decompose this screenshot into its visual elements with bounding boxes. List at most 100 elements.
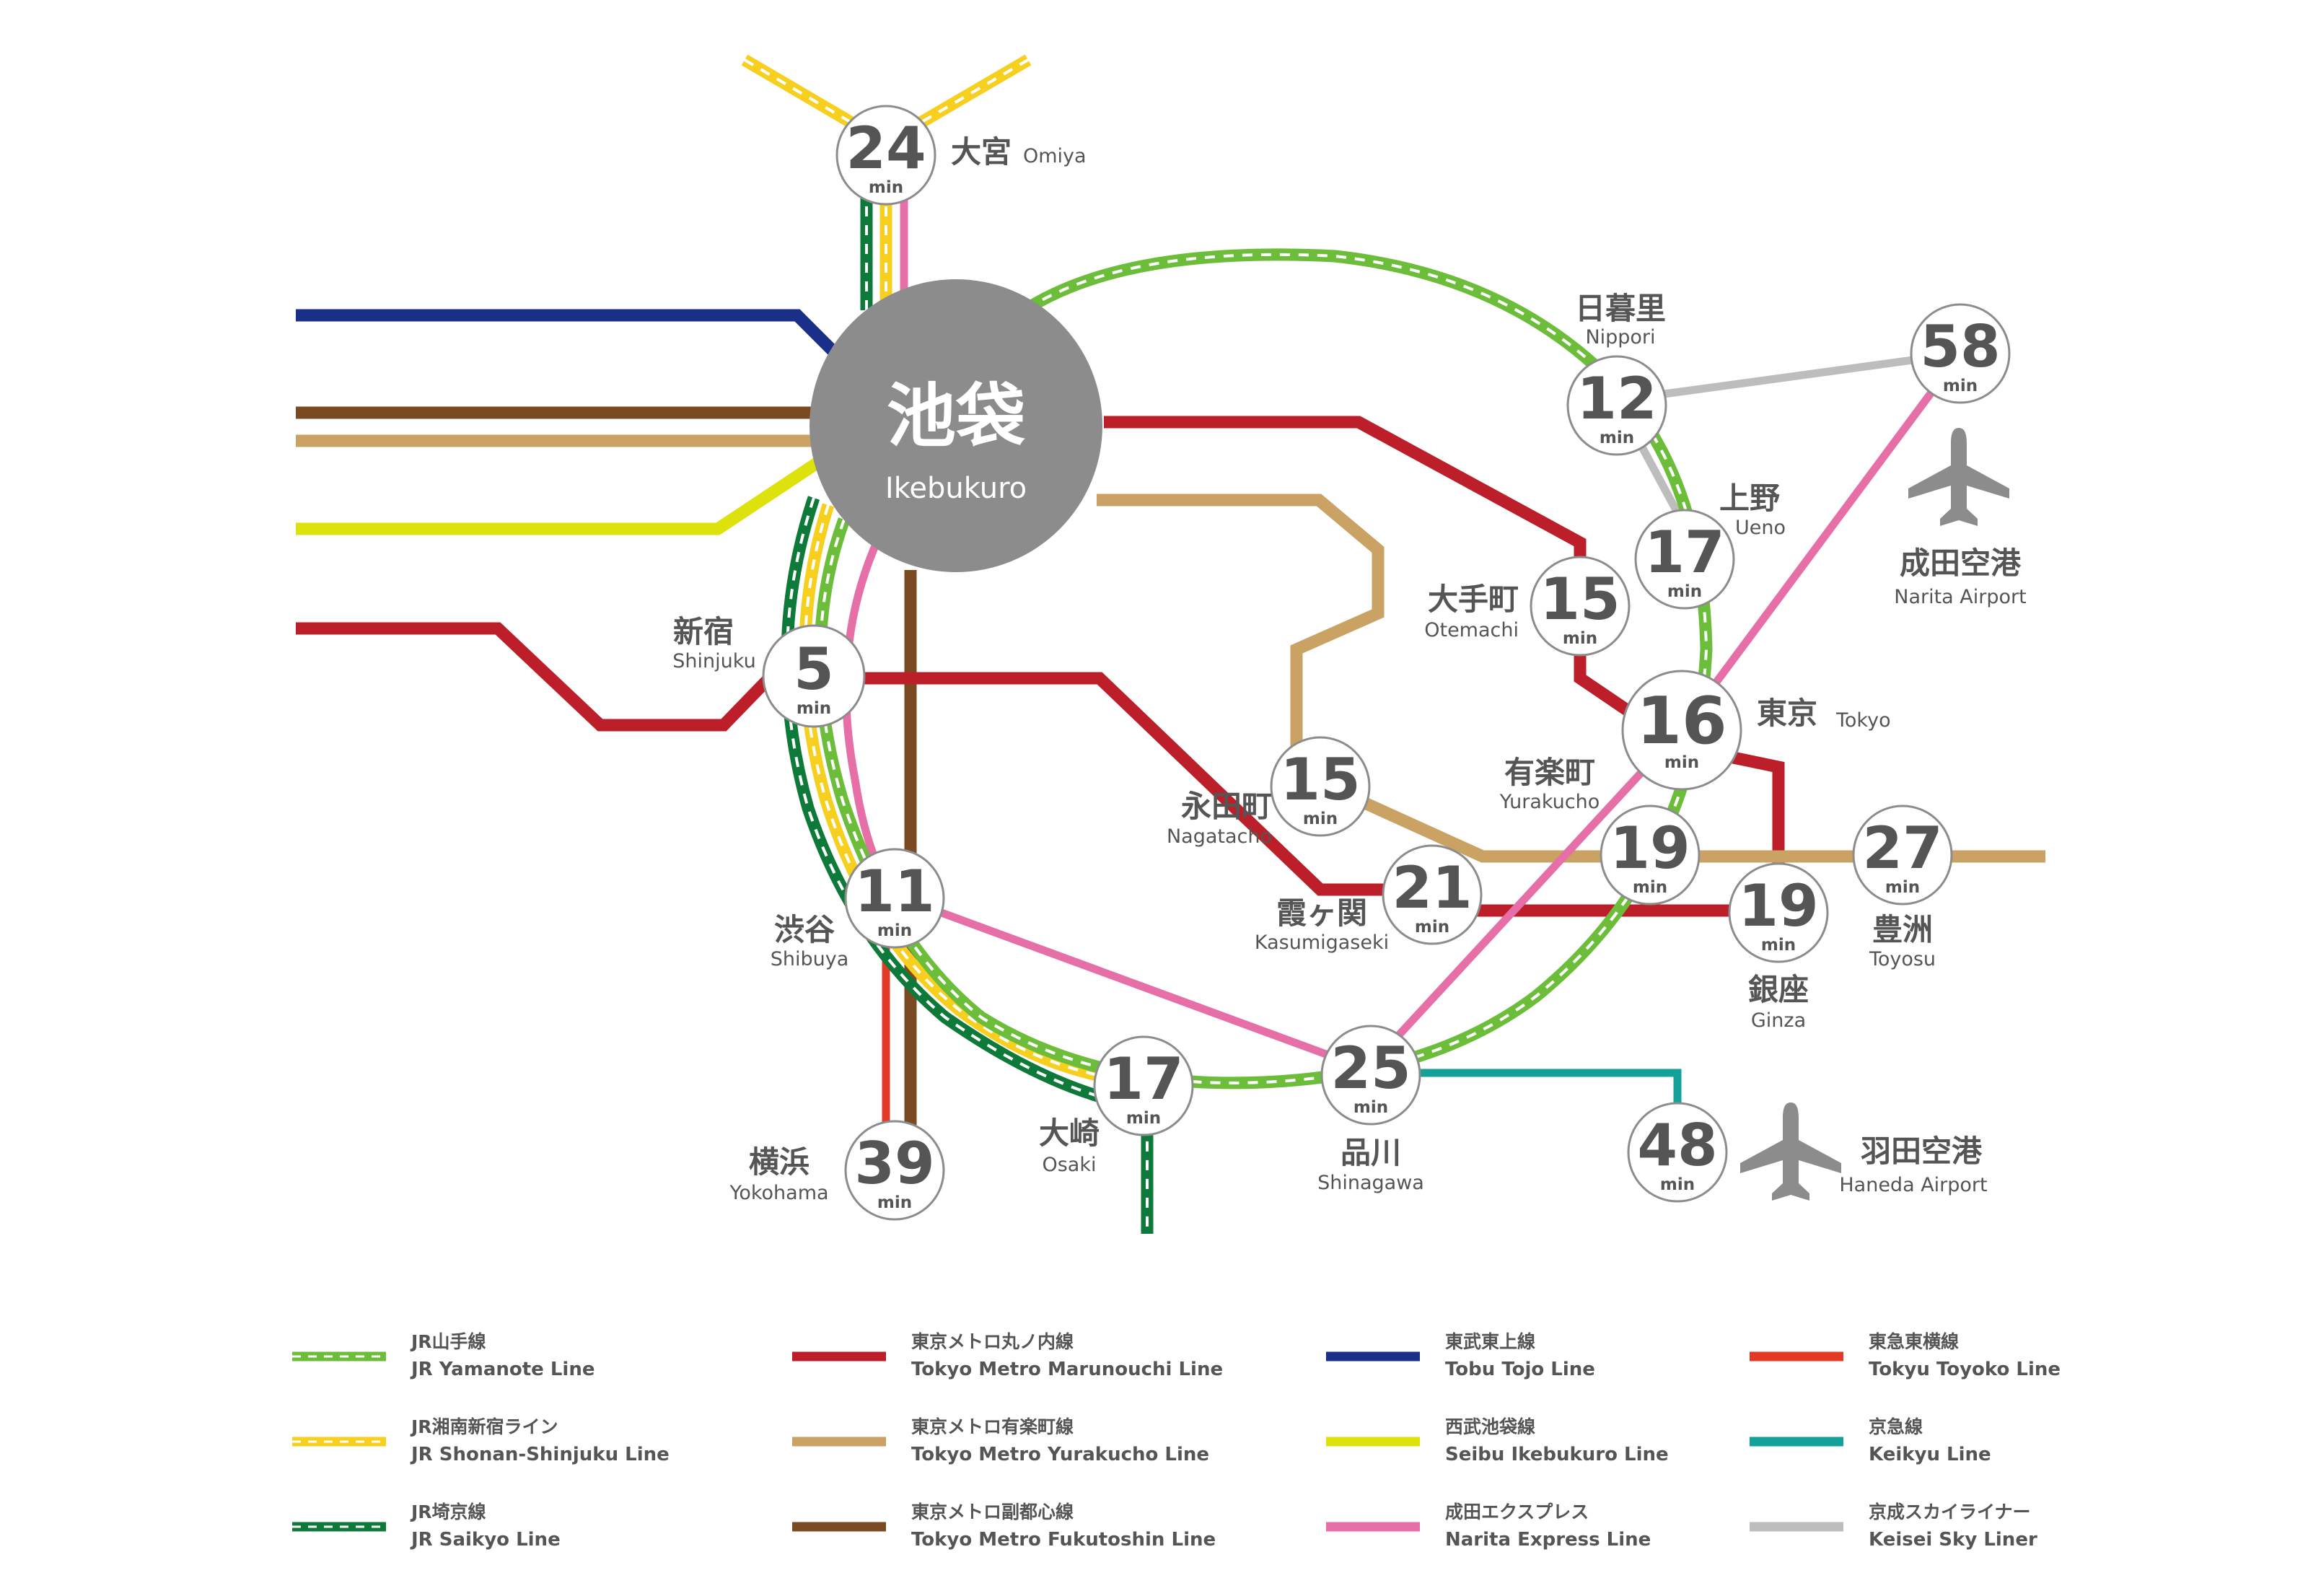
minutes-unit: min	[1943, 377, 1978, 395]
station-name-ja: 大手町	[1428, 582, 1519, 617]
legend-name-ja: JR山手線	[410, 1331, 486, 1352]
station-name-en: Tokyo	[1835, 709, 1891, 732]
station-circle	[1852, 804, 1953, 906]
legend-name-en: JR Saikyo Line	[410, 1529, 561, 1551]
station-name-en: Otemachi	[1424, 619, 1519, 641]
station-name-en: Omiya	[1023, 145, 1087, 167]
station-name-ja: 有楽町	[1504, 755, 1595, 790]
minutes-unit: min	[1633, 878, 1667, 897]
station-circle	[1621, 670, 1742, 791]
station-name-en: Nippori	[1585, 326, 1655, 348]
station-name-en: Toyosu	[1869, 948, 1936, 970]
station-circle	[1600, 804, 1701, 906]
legend-name-ja: 西武池袋線	[1445, 1416, 1535, 1437]
minutes-unit: min	[1563, 629, 1597, 648]
legend-name-en: JR Yamanote Line	[410, 1359, 594, 1380]
station-circle	[844, 848, 945, 949]
station-minutes: 39	[854, 1130, 934, 1197]
station-name-ja: 日暮里	[1575, 291, 1666, 326]
minutes-unit: min	[1660, 1175, 1695, 1194]
station-circle	[1910, 303, 2011, 404]
minutes-unit: min	[1761, 936, 1796, 955]
station-name-ja: 横浜	[749, 1144, 810, 1180]
station-name-ja: 渋谷	[774, 912, 835, 947]
station-circle	[1320, 1025, 1421, 1126]
station-minutes: 25	[1330, 1035, 1410, 1102]
legend-name-en: Keikyu Line	[1869, 1444, 1991, 1465]
hub-ikebukuro[interactable]: 池袋 Ikebukuro	[810, 279, 1102, 572]
legend-item: 西武池袋線 Seibu Ikebukuro Line	[1326, 1416, 1669, 1465]
legend-name-en: Keisei Sky Liner	[1869, 1529, 2037, 1551]
station-name-ja: 上野	[1719, 481, 1780, 516]
station-name-ja: 東京	[1757, 696, 1817, 731]
station-name-en: Ginza	[1751, 1009, 1806, 1032]
minutes-unit: min	[1667, 582, 1702, 601]
station-minutes: 48	[1637, 1112, 1717, 1179]
station-circle	[835, 105, 936, 206]
hub-name-ja: 池袋	[887, 376, 1025, 457]
legend-name-ja: 京成スカイライナー	[1869, 1501, 2031, 1522]
station-circle	[762, 624, 866, 728]
station-name-ja: 成田空港	[1900, 545, 2022, 581]
station-minutes: 24	[846, 115, 926, 182]
minutes-unit: min	[797, 699, 831, 718]
station-minutes: 12	[1576, 365, 1657, 432]
legend-name-en: Tokyo Metro Fukutoshin Line	[911, 1529, 1216, 1551]
minutes-unit: min	[1303, 810, 1338, 828]
legend-name-en: Tokyo Metro Yurakucho Line	[911, 1444, 1209, 1465]
station-minutes: 17	[1644, 519, 1724, 586]
station-circle	[1530, 556, 1631, 657]
legend-name-ja: 東急東横線	[1869, 1331, 1959, 1352]
minutes-unit: min	[1664, 753, 1699, 772]
station-name-ja: 銀座	[1748, 972, 1809, 1007]
minutes-unit: min	[877, 921, 912, 940]
legend-name-ja: JR湘南新宿ライン	[410, 1416, 558, 1437]
station-circle	[1093, 1035, 1194, 1136]
station-circle	[844, 1120, 945, 1221]
legend-name-en: Tokyo Metro Marunouchi Line	[911, 1359, 1223, 1380]
station-name-ja: 品川	[1341, 1135, 1401, 1170]
line-marunouchi-west	[296, 622, 1432, 896]
station-minutes: 19	[1610, 815, 1690, 882]
station-name-ja: 大崎	[1039, 1115, 1100, 1151]
station-minutes: 15	[1280, 746, 1360, 813]
station-minutes: 17	[1103, 1045, 1183, 1113]
line-keisei-skyliner	[1616, 349, 1961, 405]
station-name-en: Shinjuku	[672, 650, 755, 672]
station-name-en: Osaki	[1042, 1154, 1096, 1176]
station-circle	[1382, 844, 1483, 945]
hub-name-en: Ikebukuro	[885, 472, 1027, 505]
legend-name-ja: 東武東上線	[1445, 1331, 1535, 1352]
station-name-ja: 永田町	[1181, 789, 1272, 824]
minutes-unit: min	[877, 1193, 912, 1212]
legend-name-ja: 京急線	[1869, 1416, 1923, 1437]
station-minutes: 5	[794, 636, 834, 703]
station-minutes: 21	[1392, 854, 1472, 921]
station-name-en: Kasumigaseki	[1255, 931, 1389, 954]
legend-name-ja: 東京メトロ丸ノ内線	[911, 1331, 1074, 1352]
station-circle	[1634, 509, 1735, 610]
station-name-en: Haneda Airport	[1839, 1174, 1987, 1196]
legend-name-en: Seibu Ikebukuro Line	[1445, 1444, 1669, 1465]
